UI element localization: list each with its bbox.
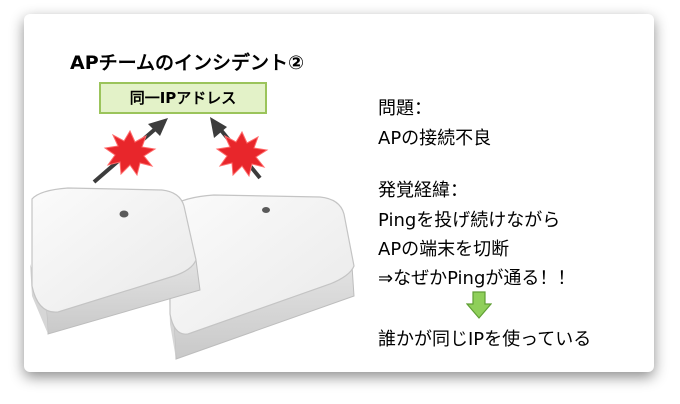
discovery-heading: 発覚経緯： xyxy=(378,180,468,201)
down-arrow-icon xyxy=(466,291,492,319)
led-indicator xyxy=(119,210,129,218)
problem-text: APの接続不良 xyxy=(378,128,492,149)
discovery-line: Pingを投げ続けながら xyxy=(378,210,561,231)
led-indicator xyxy=(262,207,270,213)
discovery-line: APの端末を切断 xyxy=(378,239,510,260)
collision-burst-icon xyxy=(215,130,269,178)
illustration xyxy=(30,117,355,360)
slide: APチームのインシデント② 同一IPアドレス 問題： APの接続不良 発覚経緯：… xyxy=(24,14,654,372)
slide-title: APチームのインシデント② xyxy=(70,52,305,74)
access-point-device-back xyxy=(169,194,355,360)
same-ip-label: 同一IPアドレス xyxy=(99,82,267,114)
access-point-device-front xyxy=(30,187,201,335)
collision-burst-icon xyxy=(103,129,157,177)
conclusion-text: 誰かが同じIPを使っている xyxy=(378,329,592,350)
discovery-line: ⇒なぜかPingが通る！！ xyxy=(378,268,576,289)
problem-heading: 問題： xyxy=(378,98,432,119)
